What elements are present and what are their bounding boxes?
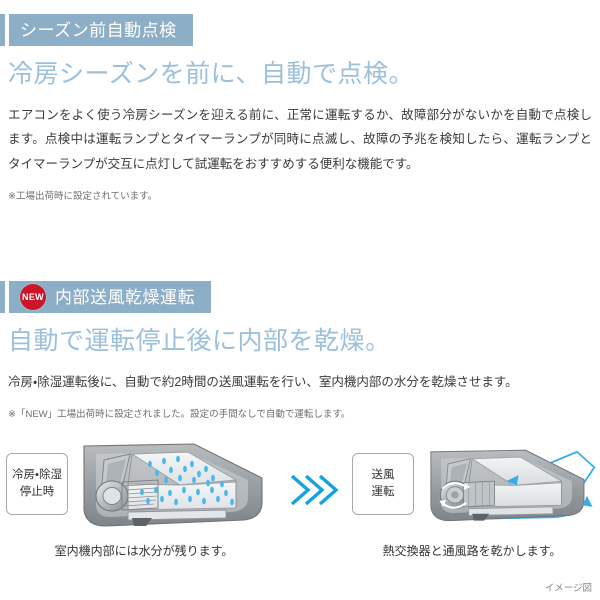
figure-caption-after: 熱交換器と通風路を乾かします。 — [382, 544, 562, 558]
indoor-unit-cutaway-with-moisture-icon — [83, 443, 263, 527]
section-header-title: 内部送風乾燥運転 — [55, 287, 195, 307]
header-accent-gap — [5, 281, 9, 313]
image-credit-note: イメージ図 — [544, 583, 592, 594]
state-label-line2: 停止時 — [19, 486, 55, 498]
section-header-title: シーズン前自動点検 — [20, 20, 177, 40]
header-accent-bar — [0, 281, 5, 313]
figure-row: 冷房・除湿 停止時 — [0, 440, 600, 600]
section-note-dry: ※「NEW」工場出荷時に設定されました。設定の手間なしで自動で運転します。 — [8, 409, 351, 421]
state-label-box-cooling-stopped: 冷房・除湿 停止時 — [6, 453, 68, 515]
header-bar-season: シーズン前自動点検 — [9, 14, 193, 46]
state-label-box-fan-operation: 送風 運転 — [352, 453, 414, 515]
header-accent-bar — [0, 14, 5, 46]
section-internal-dry: NEW 内部送風乾燥運転 自動で運転停止後に内部を乾燥。 冷房・除湿運転後に、自… — [0, 281, 600, 423]
figure-stage: 送風 運転 — [348, 440, 596, 536]
section-note-season: ※工場出荷時に設定されています。 — [8, 191, 158, 203]
figure-after: 送風 運転 — [348, 440, 596, 560]
state-label-line1: 送風 — [371, 469, 395, 482]
triple-chevron-right-icon — [290, 474, 339, 506]
section-body-season: エアコンをよく使う冷房シーズンを迎える前に、正常に運転するか、故障部分がないかを… — [8, 108, 592, 171]
state-label-line1: 冷房・除湿 — [12, 469, 62, 482]
state-label-line2: 運転 — [371, 486, 395, 498]
header-accent-gap — [5, 14, 9, 46]
section-lede-dry: 自動で運転停止後に内部を乾燥。 — [8, 327, 391, 355]
section-season-check: シーズン前自動点検 冷房シーズンを前に、自動で点検。 エアコンをよく使う冷房シー… — [0, 14, 600, 204]
indoor-unit-cutaway-with-airflow-icon — [430, 449, 596, 522]
section-header-season: シーズン前自動点検 — [0, 14, 600, 46]
figure-stage: 冷房・除湿 停止時 — [4, 440, 280, 536]
new-badge: NEW — [20, 284, 46, 310]
figure-caption-before: 室内機内部には水分が残ります。 — [54, 544, 234, 558]
section-header-dry: NEW 内部送風乾燥運転 — [0, 281, 600, 313]
header-bar-dry: NEW 内部送風乾燥運転 — [9, 281, 211, 313]
section-body-dry: 冷房・除湿運転後に、自動で約2時間の送風運転を行い、室内機内部の水分を乾燥させま… — [8, 375, 518, 389]
figure-before: 冷房・除湿 停止時 — [4, 440, 280, 560]
section-lede-season: 冷房シーズンを前に、自動で点検。 — [8, 60, 415, 88]
